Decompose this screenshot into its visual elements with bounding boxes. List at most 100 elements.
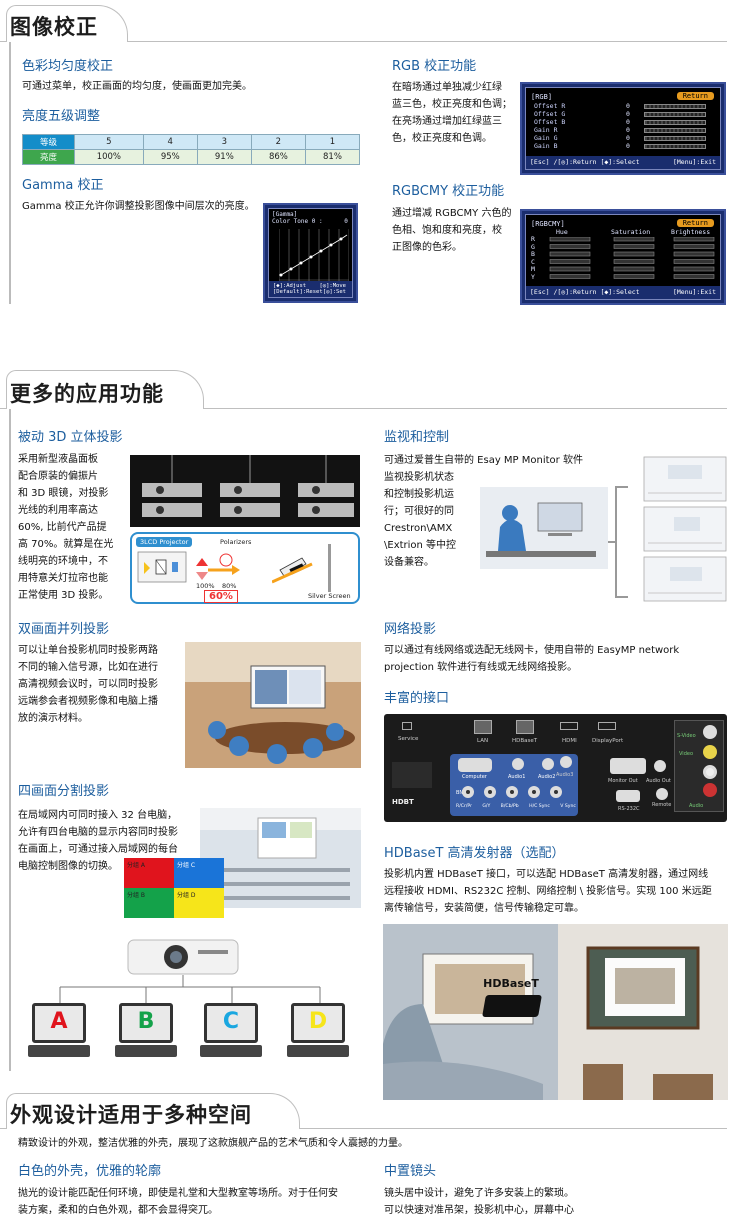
- text-line: 在画面上，可通过接入局域网的每台: [18, 844, 178, 855]
- white-shell-heading: 白色的外壳，优雅的轮廓: [18, 1164, 162, 1179]
- port-label: DisplayPort: [592, 738, 624, 744]
- port-label: RS-232C: [618, 806, 640, 812]
- diagram-glasses: [272, 557, 313, 584]
- text-line: 光线的利用率高达: [18, 505, 98, 516]
- text-line: projection 软件进行有线或无线网络投影。: [384, 662, 578, 673]
- gamma-heading: Gamma 校正: [22, 178, 104, 193]
- gamma-osd-foot-text: [◎]:Move: [319, 283, 347, 289]
- diagram-polarizers-label: Polarizers: [220, 538, 252, 546]
- monitor-out-port-icon: [610, 758, 646, 774]
- section-title-applications: 更多的应用功能: [10, 382, 164, 406]
- rgbcmy-text-line: 色相、饱和度和亮度，校: [392, 225, 502, 236]
- rgbcmy-col-hue: Hue: [556, 228, 568, 236]
- text-line: 可以通过有线网络或选配无线网卡，使用自带的 EasyMP network: [384, 645, 680, 656]
- port-label: Remote: [652, 802, 672, 808]
- table-cell: 5: [74, 134, 144, 150]
- rgbcmy-osd-footer: [Esc] /[◎]:Return [◆]:Select [Menu]:Exit: [526, 286, 720, 299]
- gamma-osd-foot-text: [◎]:Set: [322, 289, 346, 295]
- port-label: HDMI: [562, 738, 577, 744]
- text-line: 放的演示材料。: [18, 713, 88, 724]
- rgbcmy-osd-foot-text: [Menu]:Exit: [672, 288, 716, 296]
- table-cell: 81%: [304, 149, 361, 165]
- port-label: Monitor Out: [608, 778, 638, 784]
- table-cell: 2: [250, 134, 306, 150]
- rgb-slider: [644, 104, 706, 109]
- laptop-b: B: [115, 1003, 177, 1059]
- text-line: 可通过爱普生自带的 Esay MP Monitor 软件: [384, 455, 583, 466]
- laptop-letter: A: [50, 1009, 68, 1034]
- audio2-port-icon: [542, 758, 554, 770]
- center-lens-heading: 中置镜头: [384, 1164, 437, 1179]
- rgbcmy-row: C: [531, 257, 535, 266]
- rgb-osd-screenshot: [RGB] Return Offset R Offset G Offset B …: [520, 82, 726, 175]
- laptop-c: C: [200, 1003, 262, 1059]
- diagram-60pct: 60%: [204, 590, 238, 603]
- rs232c-port-icon: [616, 790, 640, 802]
- rgb-text-line: 在亮场通过增加红绿蓝三: [392, 116, 502, 127]
- rgbcmy-row: Y: [531, 272, 535, 281]
- rgb-slider: [644, 144, 706, 149]
- gamma-curve-graph: [279, 229, 349, 281]
- uniformity-text: 可通过菜单，校正画面的均匀度，使画面更加完美。: [22, 81, 252, 92]
- passive-3d-heading: 被动 3D 立体投影: [18, 430, 123, 445]
- monitor-text: 可通过爱普生自带的 Esay MP Monitor 软件监视投影机状态和控制投影…: [384, 452, 583, 571]
- rgb-osd-return: Return: [676, 92, 714, 100]
- text-line: 配合原装的偏振片: [18, 471, 98, 482]
- rgbcmy-row: G: [531, 242, 535, 251]
- video-port-icon: [703, 745, 717, 759]
- rgb-osd-value: 0: [626, 142, 630, 150]
- table-cell: 86%: [250, 149, 306, 165]
- rgb-osd-foot-text: [Menu]:Exit: [672, 158, 716, 166]
- ports-heading: 丰富的接口: [384, 691, 450, 706]
- table-cell: 3: [196, 134, 252, 150]
- hdbaset-port-icon: [516, 720, 534, 734]
- monitor-control-illustration: [480, 456, 727, 602]
- rgbcmy-text: 通过增减 RGBCMY 六色的 色相、饱和度和亮度，校 正图像的色彩。: [392, 205, 511, 256]
- section-rule: [0, 41, 727, 42]
- quad-cell-c: 分组 C: [174, 858, 224, 888]
- design-intro: 精致设计的外观，整洁优雅的外壳，展现了这款旗舰产品的艺术气质和令人震撼的力量。: [18, 1138, 408, 1149]
- table-cell: 1: [304, 134, 361, 150]
- text-line: 远程接收 HDMI、RS232C 控制、网络控制 \ 投影信号。实现 100 米…: [384, 886, 712, 897]
- hdbaset-text: 投影机内置 HDBaseT 接口，可以选配 HDBaseT 高清发射器，通过网线…: [384, 866, 729, 917]
- diagram-optics: [137, 551, 240, 583]
- rgbcmy-row: B: [531, 250, 535, 258]
- rgb-slider: [644, 112, 706, 117]
- rgbcmy-osd-foot-text: [Esc] /[◎]:Return [◆]:Select: [530, 288, 640, 296]
- hdbaset-classroom-photo: [383, 924, 728, 1100]
- text-line: 投影机内置 HDBaseT 接口，可以选配 HDBaseT 高清发射器，通过网线: [384, 869, 709, 880]
- bnc-ports: [462, 786, 562, 798]
- rgb-slider: [644, 128, 706, 133]
- brightness-level-table: 等级 5 4 3 2 1 亮度 100% 95% 91% 86% 81%: [22, 134, 361, 165]
- table-row-label: 等级: [22, 134, 75, 150]
- rgb-osd-value: 0: [626, 134, 630, 142]
- dual-heading: 双画面并列投影: [18, 622, 110, 637]
- hdbaset-heading: HDBaseT 高清发射器（选配）: [384, 846, 565, 861]
- rgb-text-line: 蓝三色，校正亮度和色调；: [392, 99, 512, 110]
- text-line: 允许有四台电脑的显示内容同时投影: [18, 827, 178, 838]
- network-heading: 网络投影: [384, 622, 437, 637]
- rgb-osd-value: 0: [626, 126, 630, 134]
- av-port-block: S-Video Video Audio: [674, 720, 724, 812]
- text-line: 60%, 比前代产品提: [18, 522, 107, 533]
- diagram-80pct: 80%: [222, 582, 237, 590]
- section-left-rule: [9, 42, 11, 304]
- gamma-osd-title: [Gamma]: [272, 211, 298, 218]
- rgb-osd-row: Offset B: [534, 118, 566, 126]
- text-line: 和 3D 眼镜，对投影: [18, 488, 109, 499]
- hdbaset-device-label: HDBaseT: [483, 977, 539, 990]
- section-title-design: 外观设计适用于多种空间: [10, 1103, 252, 1127]
- text-line: 高 70%。就算是在光: [18, 539, 114, 550]
- rgbcmy-row: M: [531, 265, 535, 273]
- quad-split-grid: 分组 A 分组 C 分组 B 分组 D: [124, 858, 224, 918]
- rgbcmy-col-saturation: Saturation: [611, 228, 651, 236]
- laptop-d: D: [287, 1003, 349, 1059]
- rgbcmy-osd-return: Return: [676, 219, 714, 227]
- diagram-projector-label: 3LCD Projector: [136, 537, 193, 547]
- table-row: 等级 5 4 3 2 1: [22, 134, 361, 150]
- hdbaset-device: HDBaseT: [478, 977, 544, 1023]
- audio3-port-icon: [560, 756, 572, 768]
- network-text: 可以通过有线网络或选配无线网卡，使用自带的 EasyMP network proj…: [384, 642, 679, 676]
- port-label: S-Video: [677, 733, 696, 739]
- white-shell-text: 抛光的设计能匹配任何环境，即使是礼堂和大型教室等场所。对于任何安装方案，柔和的白…: [18, 1185, 338, 1219]
